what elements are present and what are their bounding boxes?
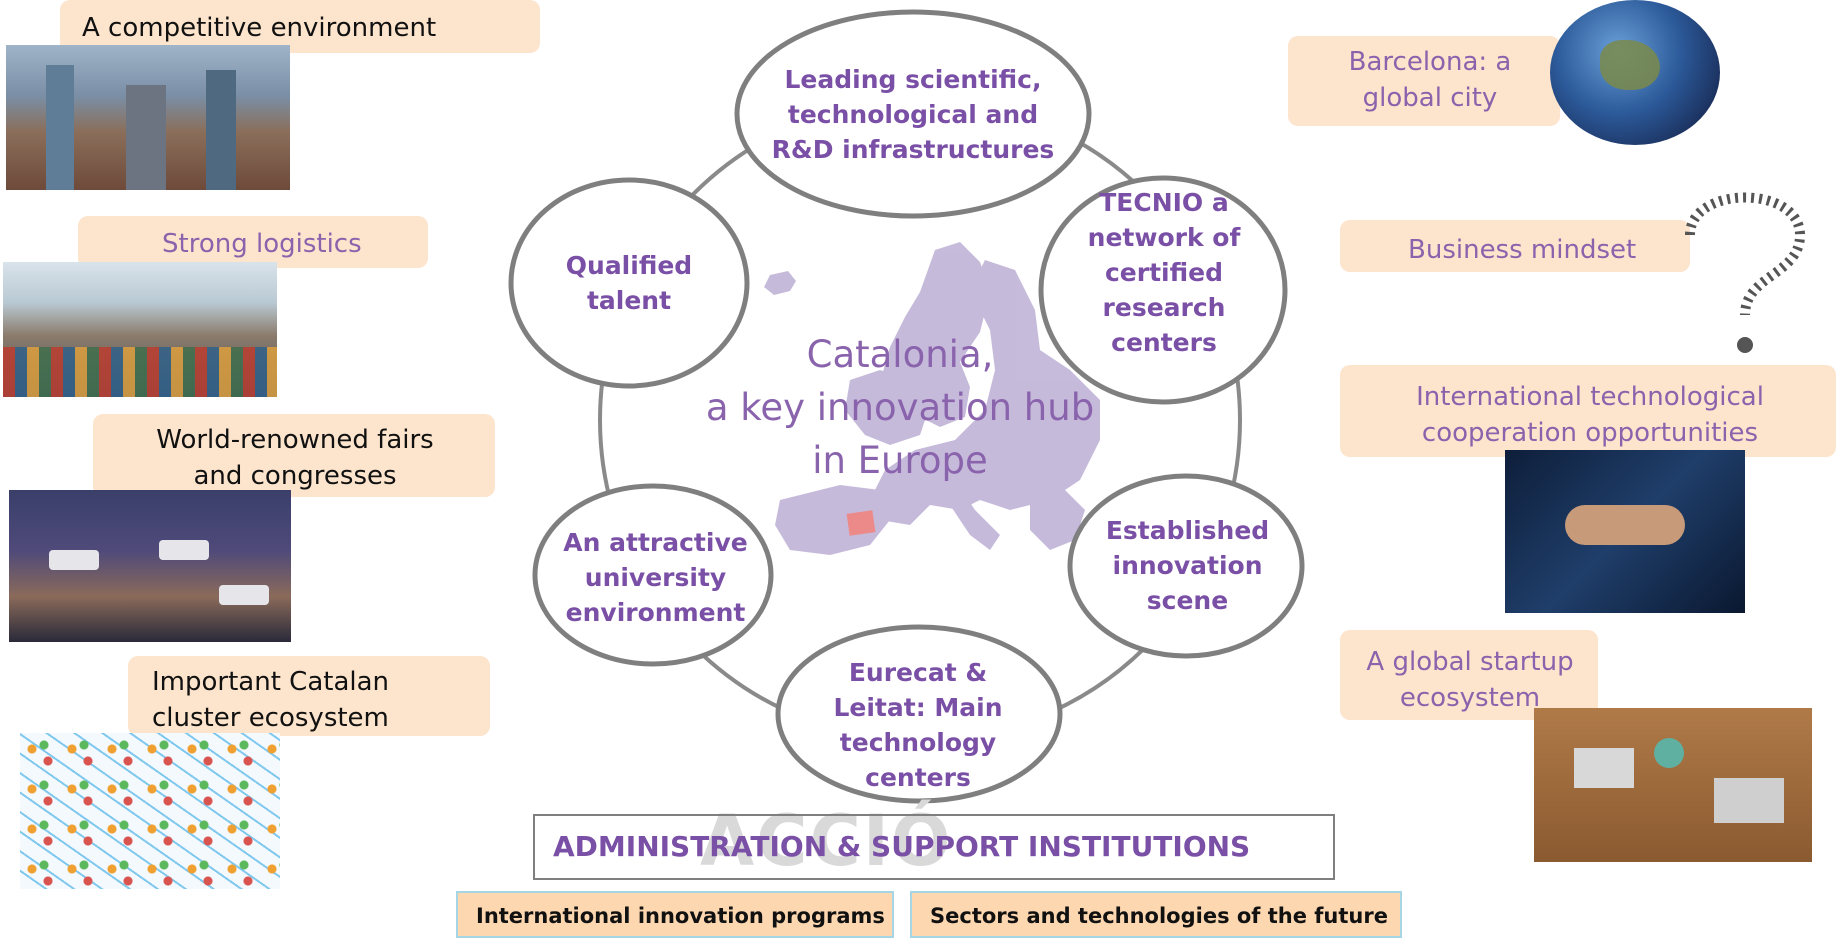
tab-sectors-technologies-label: Sectors and technologies of the future	[930, 904, 1388, 928]
network-people-photo	[20, 733, 280, 889]
fairs-label: World-renowned fairs and congresses	[156, 425, 434, 491]
cluster-box	[128, 656, 490, 736]
europe-map	[764, 242, 1100, 555]
center-title-line2: a key innovation hub	[705, 386, 1095, 429]
tab-international-programs-label: International innovation programs	[476, 904, 885, 928]
label-infrastructures: Leading scientific, technological and R&…	[771, 64, 1055, 164]
vr-audience-photo	[9, 490, 291, 642]
startup-table-photo	[1534, 708, 1812, 862]
ellipse-tecnio	[1038, 175, 1288, 405]
cluster-label: Important Catalan cluster ecosystem	[152, 667, 390, 733]
catalonia-marker	[846, 510, 876, 536]
fairs-box	[93, 414, 495, 497]
logistics-box	[78, 216, 428, 268]
mindset-box	[1340, 220, 1690, 272]
tab-international-programs[interactable]: International innovation programs	[456, 891, 894, 938]
startup-label: A global startup ecosystem	[1366, 647, 1574, 713]
label-innovation-scene: Established innovation scene	[1105, 516, 1270, 615]
tab-sectors-technologies[interactable]: Sectors and technologies of the future	[910, 891, 1402, 938]
ellipse-university	[532, 483, 774, 667]
question-mark-graphic	[1685, 192, 1806, 353]
cooperation-box	[1340, 365, 1836, 457]
admin-title: ADMINISTRATION & SUPPORT INSTITUTIONS	[553, 830, 1251, 863]
acci-watermark: ACCIÓ	[700, 800, 953, 882]
startup-box	[1340, 630, 1598, 720]
center-title-line3: in Europe	[812, 439, 988, 482]
label-tech-centers: Eurecat & Leitat: Main technology center…	[833, 657, 1003, 792]
barcelona-box	[1288, 36, 1560, 126]
people-question-mark-photo	[1650, 175, 1825, 365]
globe-photo	[1550, 0, 1720, 145]
label-talent: Qualified talent	[565, 251, 693, 315]
ellipse-tech-centers	[775, 624, 1063, 804]
admin-box: ADMINISTRATION & SUPPORT INSTITUTIONS	[533, 814, 1335, 880]
label-tecnio: TECNIO a network of certified research c…	[1087, 188, 1241, 357]
cooperation-label: International technological cooperation …	[1416, 382, 1764, 448]
logistics-label: Strong logistics	[162, 229, 362, 259]
port-cranes-photo	[3, 262, 277, 397]
competitive-label: A competitive environment	[82, 13, 437, 43]
center-title-line1: Catalonia,	[806, 333, 994, 376]
handshake-photo	[1505, 450, 1745, 613]
ellipse-talent	[508, 177, 750, 389]
label-university: An attractive university environment	[563, 528, 748, 627]
barcelona-label: Barcelona: a global city	[1348, 47, 1512, 113]
ellipse-infrastructures	[734, 9, 1092, 219]
city-skyline-photo	[6, 45, 290, 190]
ellipse-innovation-scene	[1067, 473, 1305, 659]
mindset-label: Business mindset	[1408, 235, 1637, 265]
center-title: Catalonia, a key innovation hub in Europ…	[690, 328, 1110, 487]
competitive-box	[60, 0, 540, 53]
